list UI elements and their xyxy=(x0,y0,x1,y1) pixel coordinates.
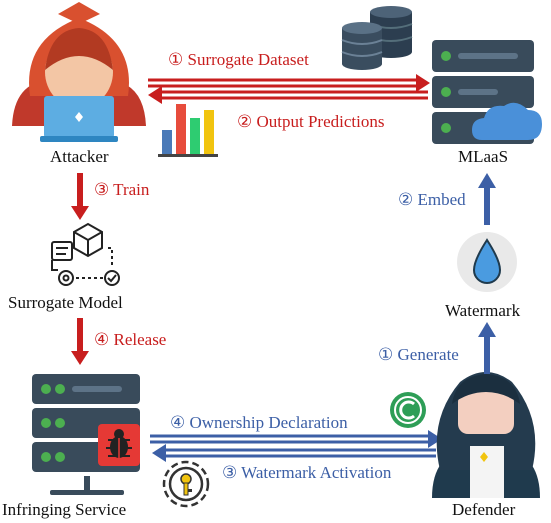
arrow-surrogate-dataset xyxy=(148,74,430,92)
arrow-watermark-activation xyxy=(152,444,436,462)
arrow-ownership-declaration xyxy=(150,430,442,448)
embed-label: ② Embed xyxy=(398,190,466,209)
ownership-declaration-label: ④ Ownership Declaration xyxy=(170,413,348,432)
arrow-release xyxy=(71,318,89,365)
copyright-icon xyxy=(390,392,426,428)
attacker-icon xyxy=(12,2,146,142)
bar-chart-icon xyxy=(158,104,218,157)
train-label: ③ Train xyxy=(94,180,150,199)
attacker-label: Attacker xyxy=(50,147,109,166)
server-bug-icon xyxy=(32,374,140,495)
arrow-output-predictions xyxy=(148,86,428,104)
watermark-activation-label: ③ Watermark Activation xyxy=(222,463,392,482)
release-label: ④ Release xyxy=(94,330,167,349)
mlaas-label: MLaaS xyxy=(458,147,509,166)
watermark-label: Watermark xyxy=(445,301,521,320)
arrow-train xyxy=(71,173,89,220)
defender-icon xyxy=(432,372,540,498)
server-icon xyxy=(432,40,534,144)
cloud-icon xyxy=(472,102,542,140)
generate-label: ① Generate xyxy=(378,345,459,364)
surrogate-dataset-label: ① Surrogate Dataset xyxy=(168,50,309,69)
arrow-embed xyxy=(478,173,496,225)
output-predictions-label: ② Output Predictions xyxy=(237,112,385,131)
model-icon xyxy=(51,222,120,286)
database-icon xyxy=(341,6,413,70)
water-drop-icon xyxy=(457,232,517,292)
key-gear-icon xyxy=(162,460,210,508)
surrogate-model-label: Surrogate Model xyxy=(8,293,123,312)
defender-label: Defender xyxy=(452,500,516,519)
infringing-service-label: Infringing Service xyxy=(2,500,127,519)
arrow-generate xyxy=(478,322,496,374)
